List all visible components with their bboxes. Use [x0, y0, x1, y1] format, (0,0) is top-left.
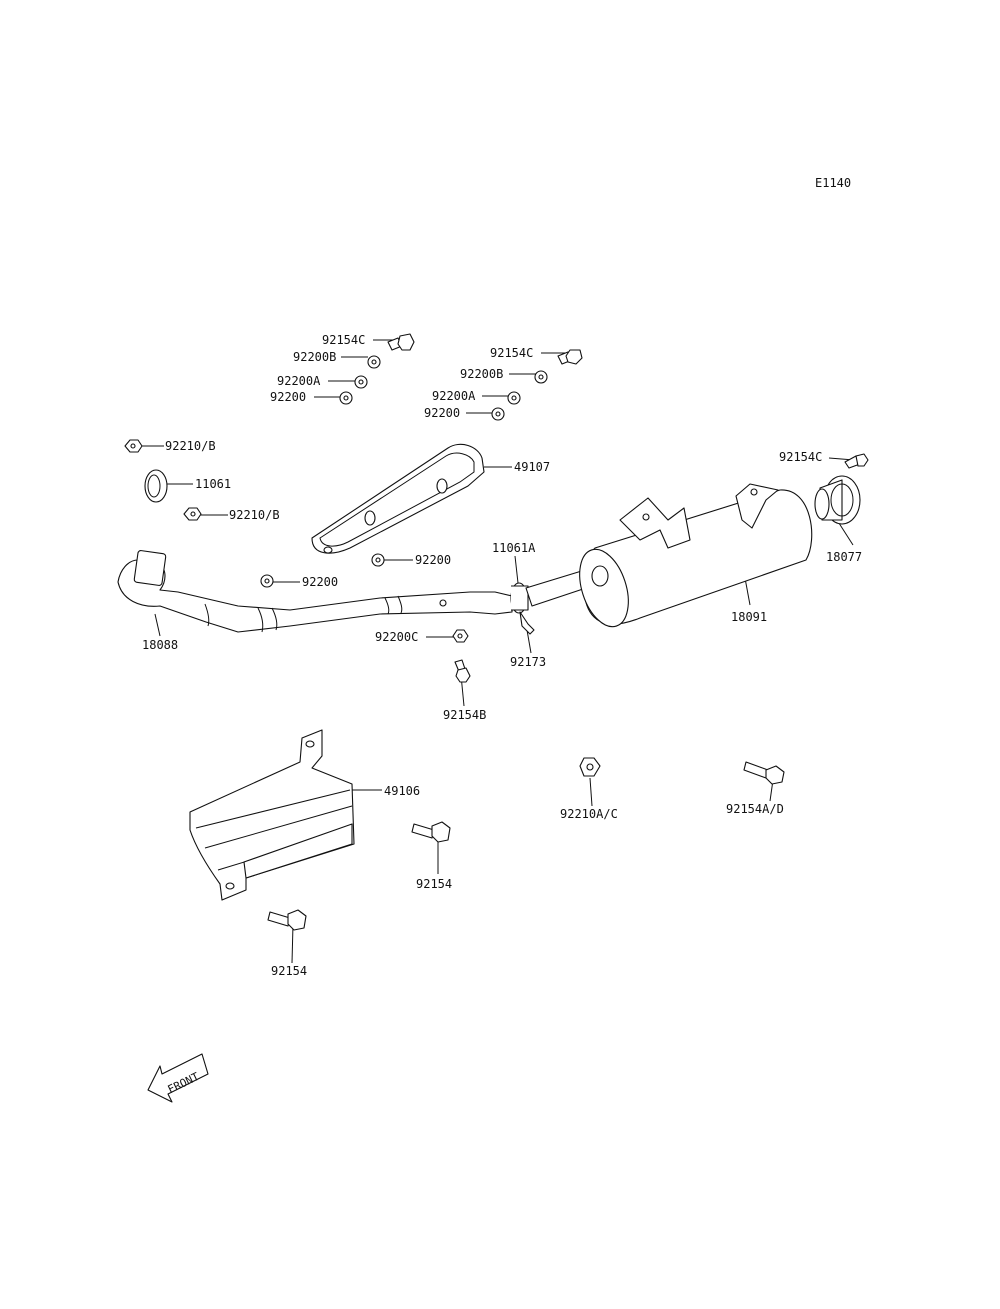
muffler-drawing	[525, 483, 813, 628]
part-label-92200-c: 92200	[415, 553, 451, 567]
leader-lines	[136, 339, 855, 964]
part-label-92210ac: 92210A/C	[560, 807, 618, 821]
part-label-92210b-b: 92210/B	[229, 508, 280, 522]
header-pipe-drawing	[117, 550, 513, 633]
part-label-18088: 18088	[142, 638, 178, 652]
fastener-drawings	[124, 333, 869, 931]
part-label-92200b-a: 92200B	[293, 350, 336, 364]
part-label-92154c-c: 92154C	[779, 450, 822, 464]
part-label-92200b-b: 92200B	[460, 367, 503, 381]
part-label-92154-b: 92154	[271, 964, 307, 978]
diagram-code: E1140	[815, 176, 851, 190]
part-label-92200c: 92200C	[375, 630, 418, 644]
part-labels: 92154C 92200B 92200A 92200 92154C 92200B…	[142, 333, 862, 978]
part-label-18077: 18077	[826, 550, 862, 564]
part-label-92200-b: 92200	[424, 406, 460, 420]
part-label-92154c-a: 92154C	[322, 333, 365, 347]
tail-pipe-drawing	[814, 475, 861, 525]
part-label-92154c-b: 92154C	[490, 346, 533, 360]
part-label-92154-a: 92154	[416, 877, 452, 891]
gasket-drawing	[144, 469, 168, 503]
part-label-11061: 11061	[195, 477, 231, 491]
part-label-11061a: 11061A	[492, 541, 536, 555]
part-label-92200a-b: 92200A	[432, 389, 476, 403]
front-arrow-icon: FRONT	[147, 1053, 209, 1103]
part-label-92200-d: 92200	[302, 575, 338, 589]
part-label-92173: 92173	[510, 655, 546, 669]
heat-cover-upper-drawing	[311, 443, 485, 554]
heat-guard-lower-drawing	[189, 729, 355, 901]
clamp-drawing	[510, 582, 535, 635]
part-label-92154ad: 92154A/D	[726, 802, 784, 816]
part-label-92210b-a: 92210/B	[165, 439, 216, 453]
part-label-92154b: 92154B	[443, 708, 486, 722]
part-label-18091: 18091	[731, 610, 767, 624]
part-label-49106: 49106	[384, 784, 420, 798]
part-label-92200-a: 92200	[270, 390, 306, 404]
part-label-92200a-a: 92200A	[277, 374, 321, 388]
part-label-49107: 49107	[514, 460, 550, 474]
